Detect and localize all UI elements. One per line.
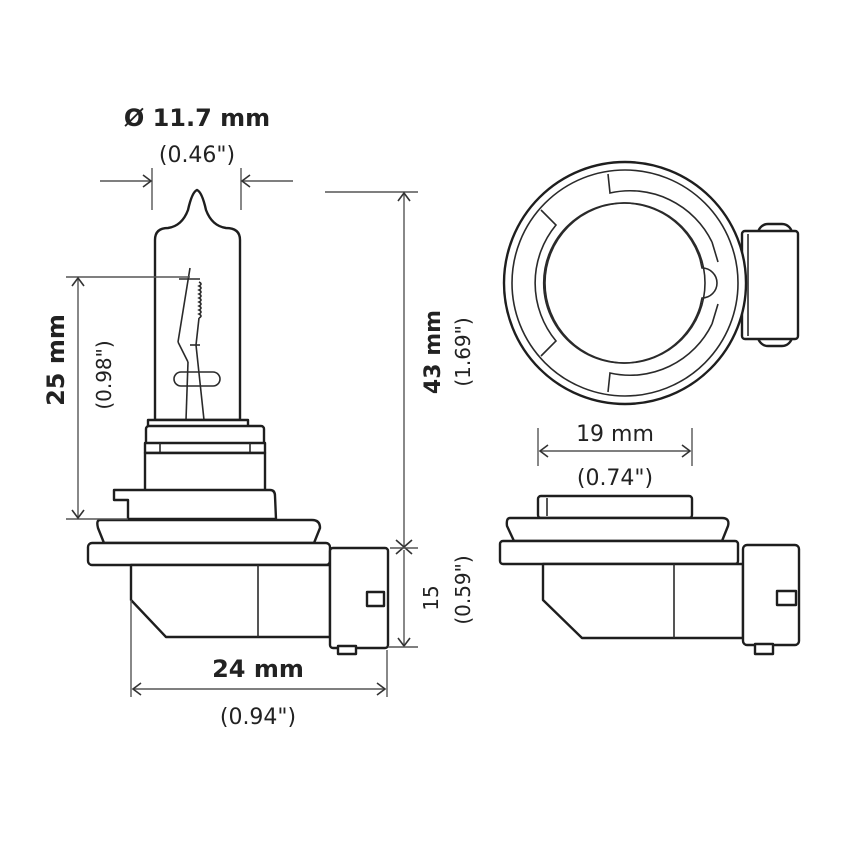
flange-width-imperial-label: (0.74"): [577, 466, 653, 491]
diameter-dimension: Ø 11.7 mm (0.46"): [100, 104, 293, 210]
overall-height-dimension: 43 mm (1.69"): [325, 191, 475, 555]
bulb-height-imperial-label: (0.98"): [92, 340, 116, 409]
overall-height-imperial-label: (1.69"): [451, 317, 475, 386]
base-width-metric-label: 24 mm: [212, 655, 304, 683]
bulb-height-metric-label: 25 mm: [42, 314, 70, 406]
side-view: [86, 188, 390, 656]
diameter-imperial-label: (0.46"): [159, 143, 235, 168]
base-width-imperial-label: (0.94"): [220, 705, 296, 730]
base-height-metric-label: 15: [419, 585, 443, 610]
base-width-dimension: 24 mm (0.94"): [130, 600, 388, 730]
top-view-connector: [740, 229, 800, 341]
flange-width-dimension: 19 mm (0.74"): [537, 422, 693, 491]
base-height-dimension: 15 (0.59"): [388, 550, 475, 648]
base-side-view: [498, 494, 801, 656]
glass-capsule: [153, 188, 242, 422]
base-flange: [86, 541, 332, 567]
base-height-imperial-label: (0.59"): [451, 555, 475, 624]
base-body: [129, 563, 332, 639]
top-view: [502, 160, 800, 406]
base-key-tab: [112, 488, 278, 521]
connector: [328, 546, 390, 650]
filament-icon: [173, 267, 221, 421]
bulb-height-dimension: 25 mm (0.98"): [42, 276, 190, 520]
flange-width-metric-label: 19 mm: [576, 422, 654, 447]
base-flange-upper: [96, 518, 322, 545]
overall-height-metric-label: 43 mm: [421, 310, 446, 394]
diameter-metric-label: Ø 11.7 mm: [124, 104, 270, 132]
